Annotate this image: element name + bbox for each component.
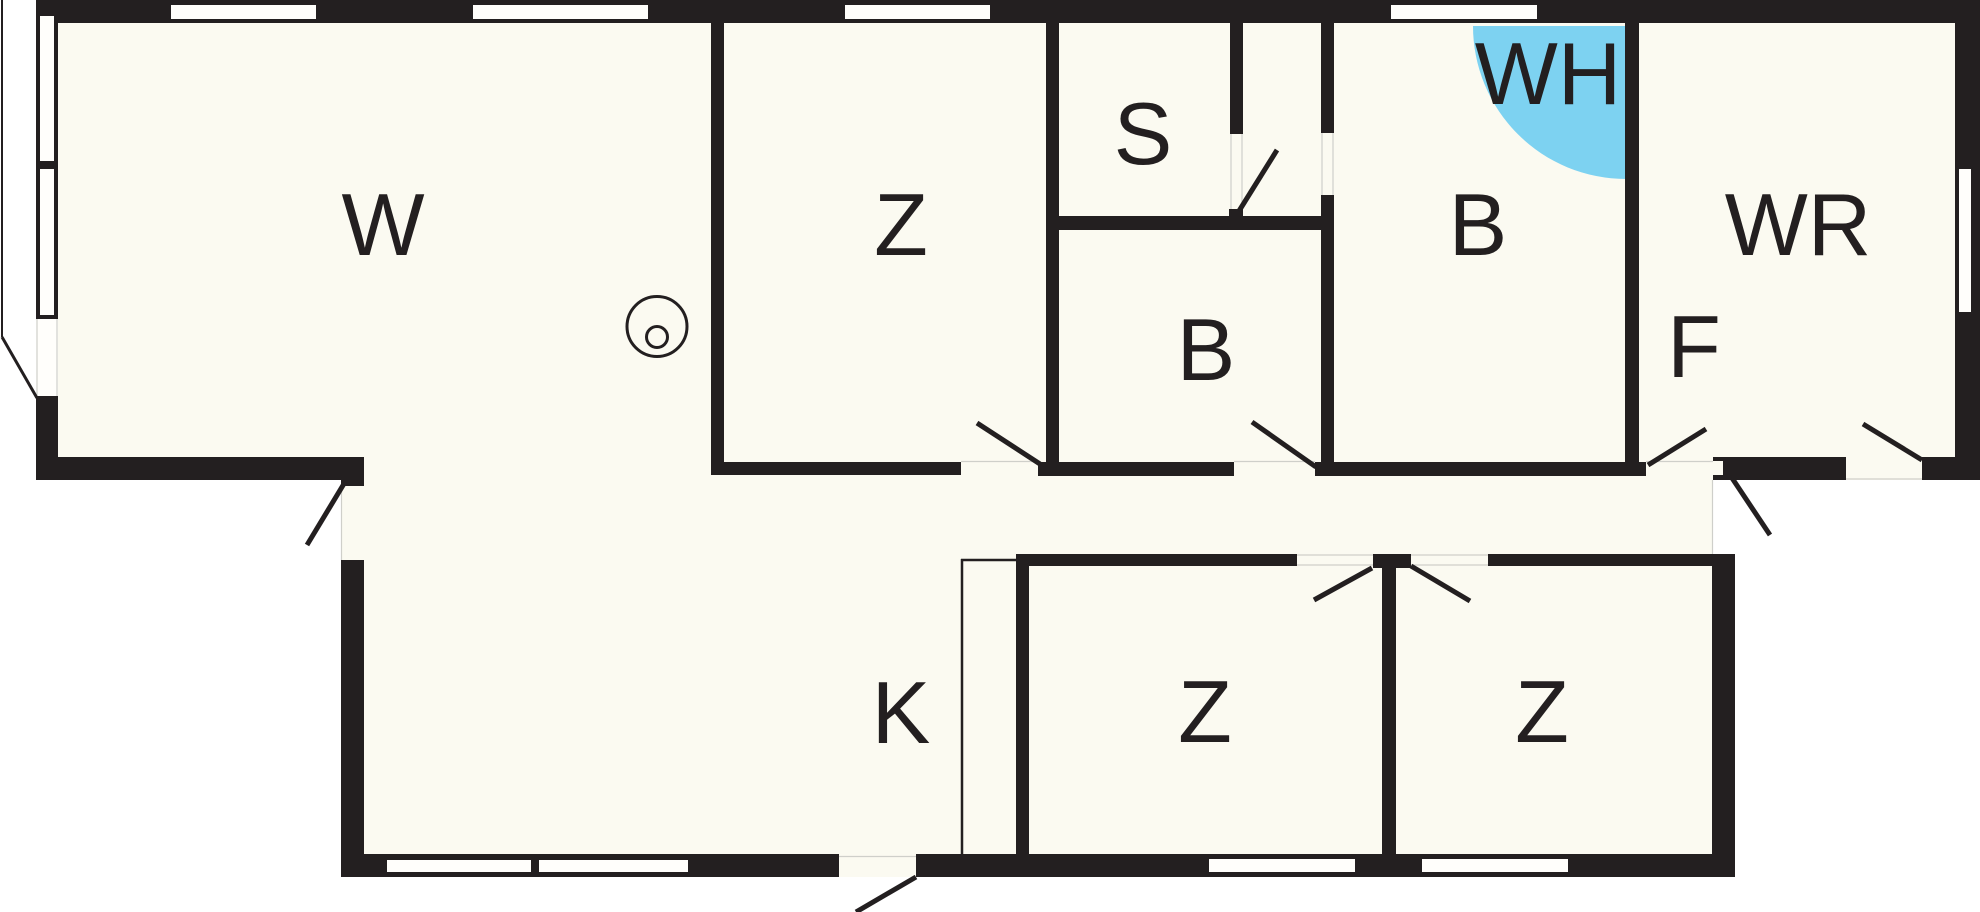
- svg-text:B: B: [1449, 175, 1508, 274]
- svg-text:S: S: [1114, 84, 1173, 183]
- svg-text:K: K: [872, 663, 931, 762]
- svg-text:F: F: [1667, 297, 1721, 396]
- svg-text:Z: Z: [874, 175, 928, 274]
- svg-text:Z: Z: [1515, 662, 1569, 761]
- svg-text:WH: WH: [1475, 24, 1622, 123]
- svg-text:Z: Z: [1178, 662, 1232, 761]
- svg-text:B: B: [1177, 300, 1236, 399]
- svg-text:W: W: [341, 175, 424, 274]
- svg-text:WR: WR: [1725, 175, 1872, 274]
